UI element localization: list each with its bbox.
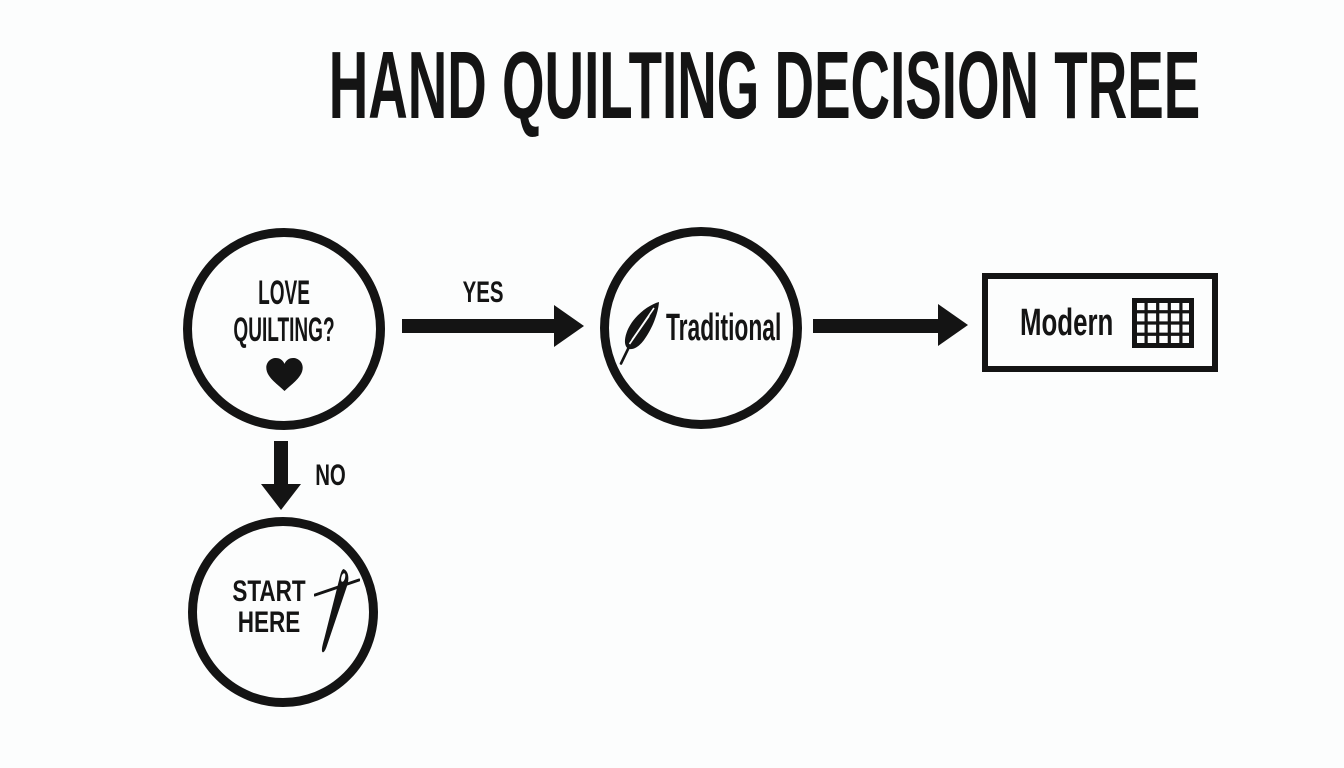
no-edge-label-text: NO: [314, 459, 346, 492]
arrow-shaft: [274, 441, 288, 484]
node-love-quilting: LOVE QUILTING?: [183, 228, 385, 430]
no-edge-label: NO: [302, 461, 358, 491]
arrow-shaft: [402, 319, 554, 333]
node-start-here-line1: START: [232, 575, 306, 608]
node-love-quilting-line1: LOVE: [258, 274, 310, 312]
arrow-head: [938, 304, 968, 346]
grid-icon: [1132, 297, 1194, 348]
node-start-here: START HERE: [188, 517, 378, 707]
page-title-text: HAND QUILTING DECISION TREE: [328, 32, 1201, 139]
node-traditional-label-wrap: Traditional: [666, 309, 784, 347]
page-title: HAND QUILTING DECISION TREE: [0, 38, 1344, 134]
arrow-head: [261, 484, 301, 510]
heart-icon: [265, 358, 303, 391]
node-traditional-label: Traditional: [665, 307, 781, 349]
node-start-here-label-wrap: START HERE: [218, 576, 320, 638]
node-traditional: Traditional: [600, 227, 802, 429]
feather-icon: [619, 302, 659, 365]
yes-arrow: [402, 305, 584, 347]
traditional-to-modern-arrow: [813, 304, 968, 346]
node-modern: Modern: [982, 273, 1218, 372]
yes-edge-label: YES: [428, 278, 538, 308]
node-modern-label-wrap: Modern: [1020, 304, 1116, 342]
yes-edge-label-text: YES: [462, 276, 504, 309]
no-arrow: [261, 441, 301, 510]
node-start-here-line2: HERE: [237, 606, 301, 639]
node-modern-label: Modern: [1020, 301, 1114, 344]
arrow-head: [554, 305, 584, 347]
node-love-quilting-line2: QUILTING?: [233, 311, 335, 349]
needle-icon: [314, 569, 360, 653]
arrow-shaft: [813, 319, 938, 333]
